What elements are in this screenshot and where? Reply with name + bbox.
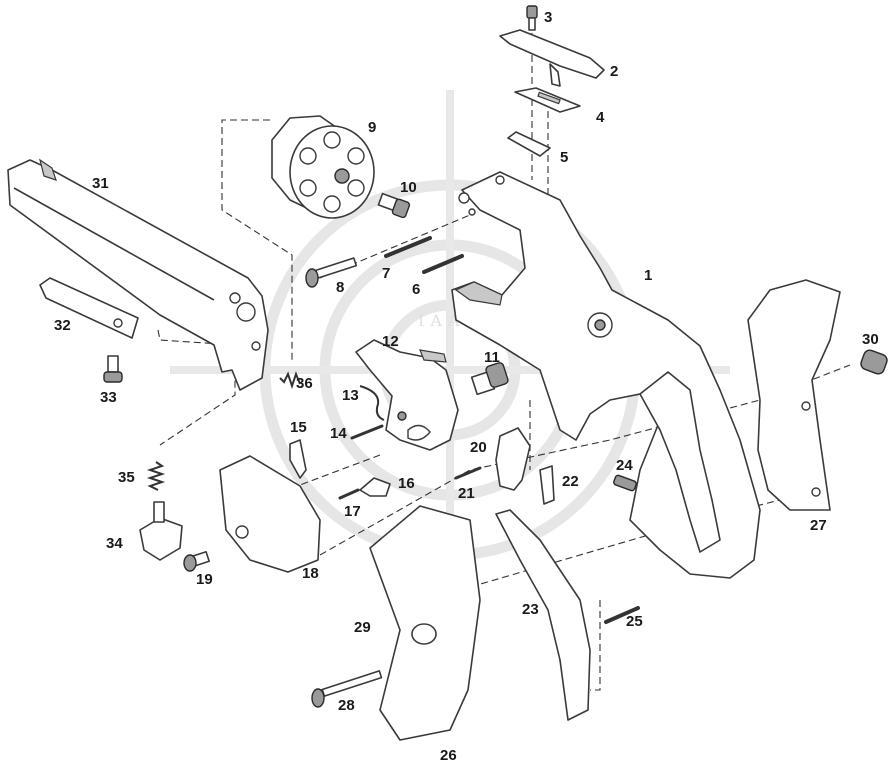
spring-13-part [359,385,385,421]
label-30: 30 [862,331,879,348]
mainspring-part [495,509,591,721]
label-5: 5 [560,149,568,166]
label-25: 25 [626,613,643,630]
cylinder-part [271,115,375,219]
label-16: 16 [398,475,415,492]
screw-33-part [103,355,123,383]
label-34: 34 [106,535,123,552]
grip-panel-27-part [747,279,841,511]
label-27: 27 [810,517,827,534]
pin-6-part [422,254,464,274]
label-17: 17 [344,503,361,520]
pin-21-part [454,466,482,480]
label-3: 3 [544,9,552,26]
screw-24-part [613,474,637,492]
label-11: 11 [484,349,500,366]
ejector-rod-part [39,277,139,339]
label-8: 8 [336,279,344,296]
label-29: 29 [354,619,371,636]
pin-14-part [350,424,384,440]
barrel-part [7,158,269,391]
screw-8-part [305,257,358,288]
label-13: 13 [342,387,359,404]
part-number-labels: 1 2 3 4 5 6 7 8 9 10 11 12 13 14 15 16 1… [54,9,879,761]
label-22: 22 [562,473,579,490]
label-18: 18 [302,565,319,582]
trigger-20-part [495,427,531,491]
label-14: 14 [330,425,347,442]
pin-25-part [604,606,640,624]
grip-nut-30-part [860,349,888,375]
label-20: 20 [470,439,487,456]
label-28: 28 [338,697,355,714]
label-19: 19 [196,571,213,588]
label-12: 12 [382,333,399,350]
label-1: 1 [644,267,652,284]
label-26: 26 [440,747,457,761]
label-2: 2 [610,63,618,80]
latch-34-part [139,501,183,561]
small-spring-part [507,131,551,157]
pin-17-part [338,488,360,500]
hammer-part [355,339,459,451]
label-9: 9 [368,119,376,136]
spring-36-part [279,371,301,390]
escutcheon-29-part [411,623,437,645]
label-35: 35 [118,469,135,486]
label-10: 10 [400,179,417,196]
pin-10-part [377,192,411,219]
grip-panel-18-part [219,455,321,573]
grip-screw-28-part [311,670,383,708]
label-32: 32 [54,317,71,334]
plate-22-part [539,465,555,505]
grip-panel-26-part [369,505,481,741]
trigger-15-part [289,439,307,479]
label-23: 23 [522,601,539,618]
label-21: 21 [458,485,475,502]
spring-plate-part [514,87,581,113]
label-6: 6 [412,281,420,298]
screw-19-part [183,550,210,572]
label-24: 24 [616,457,633,474]
spring-35-part [146,461,166,491]
label-7: 7 [382,265,390,282]
label-15: 15 [290,419,307,436]
pin-7-part [384,236,432,258]
label-31: 31 [92,175,109,192]
hammer-screw-part [470,362,509,396]
label-4: 4 [596,109,605,126]
label-33: 33 [100,389,117,406]
top-strap-part [499,5,605,87]
frame-part [451,171,761,579]
label-36: 36 [296,375,313,392]
sear-16-part [359,477,391,497]
